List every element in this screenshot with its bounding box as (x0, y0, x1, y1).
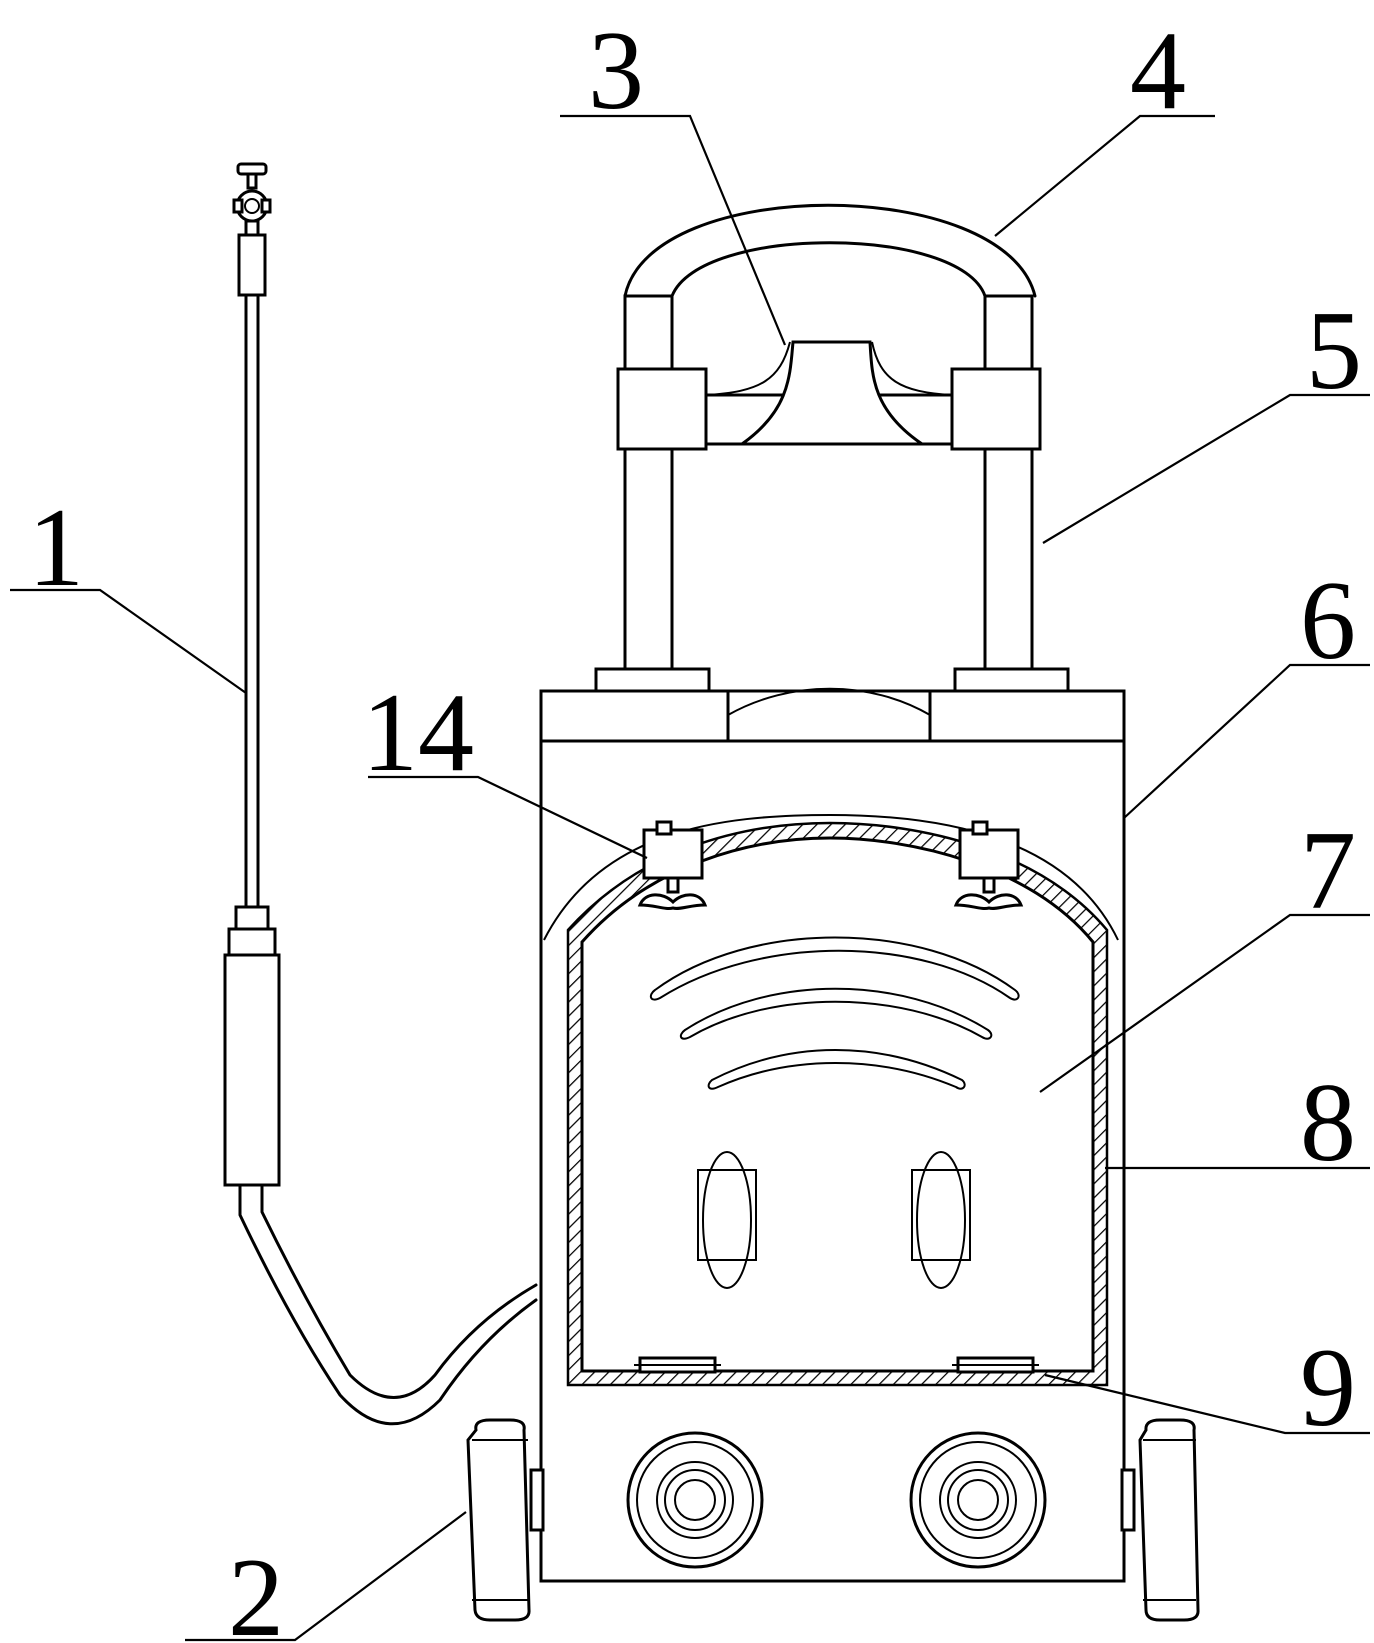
callout-5: 5 (1306, 289, 1362, 413)
front-wheel-right (909, 1431, 1047, 1569)
side-wheel-left (466, 1418, 545, 1622)
callout-4: 4 (1130, 9, 1186, 133)
clamp-right (953, 820, 1024, 910)
bottom-latches (634, 1356, 1039, 1374)
side-wheel-right (1120, 1418, 1200, 1622)
callout-8: 8 (1300, 1061, 1356, 1185)
callout-9: 9 (1300, 1326, 1356, 1450)
clamp-left (637, 820, 708, 910)
front-wheel-left (626, 1431, 764, 1569)
handle-assembly (594, 203, 1070, 693)
tank-shell (543, 813, 1119, 1387)
callout-1: 1 (28, 486, 84, 610)
callout-7: 7 (1300, 809, 1356, 933)
callout-14: 14 (362, 671, 474, 795)
spray-lance (223, 162, 538, 1426)
callout-2: 2 (228, 1536, 284, 1643)
leader-lines (10, 114, 1370, 1642)
callout-3: 3 (588, 9, 644, 133)
callout-6: 6 (1300, 559, 1356, 683)
